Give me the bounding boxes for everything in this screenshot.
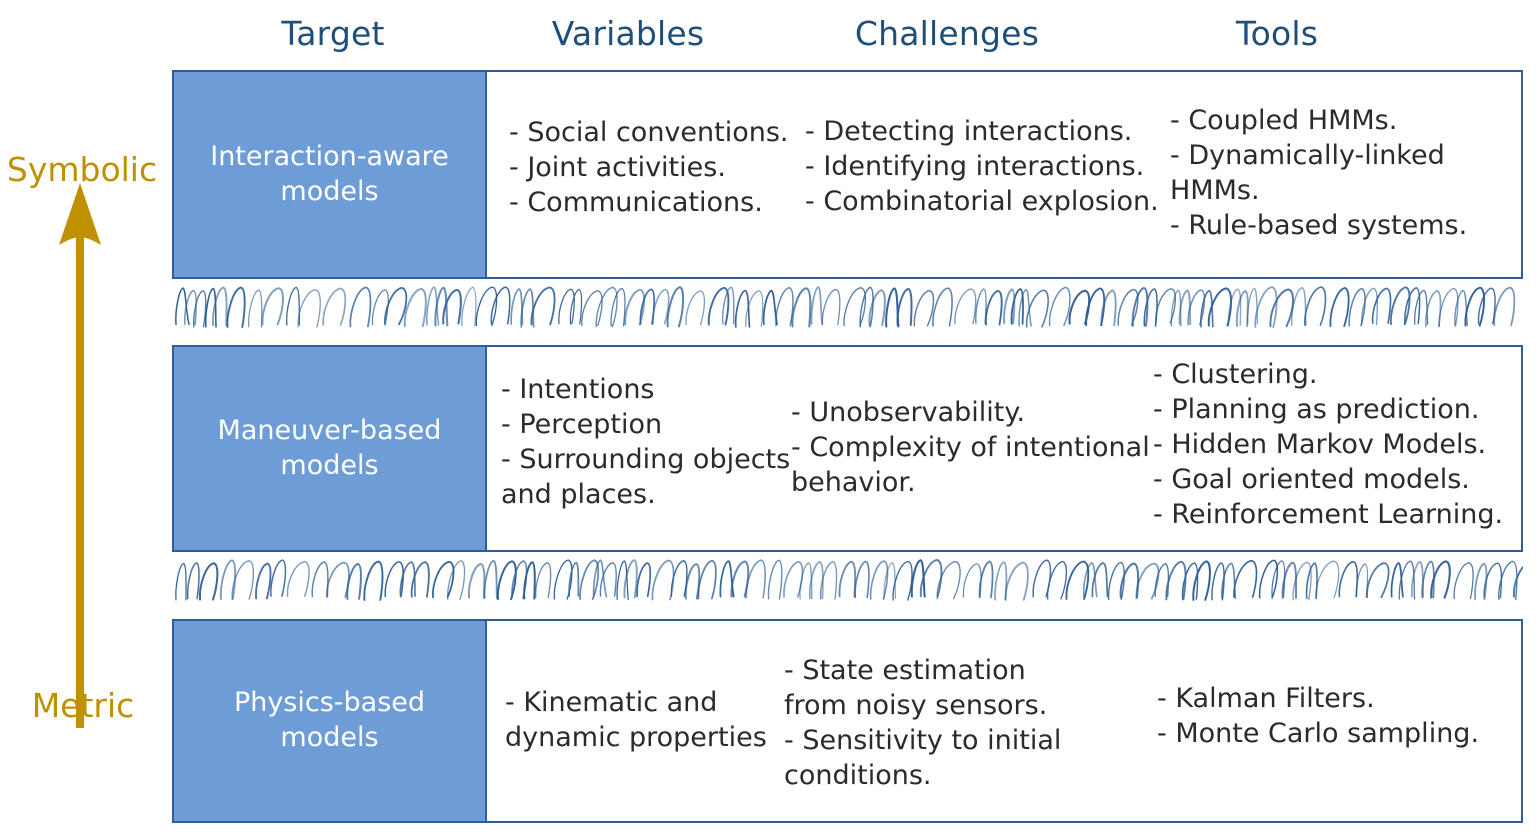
coil-separator-icon-1 xyxy=(174,283,1523,333)
challenges-cell-physics-based: - State estimation from noisy sensors. -… xyxy=(784,655,1062,792)
axis-label-metric: Metric xyxy=(31,686,135,725)
matrix-row-physics-based: Physics-based models - Kinematic and dyn… xyxy=(172,619,1523,823)
target-cell-maneuver-based: Maneuver-based models xyxy=(174,347,487,550)
column-header-tools: Tools xyxy=(1235,14,1319,53)
target-cell-interaction-aware: Interaction-aware models xyxy=(174,72,487,277)
upward-arrow-icon xyxy=(55,183,105,728)
row-body-maneuver-based: - Intentions - Perception - Surrounding … xyxy=(487,347,1521,550)
tools-cell-physics-based: - Kalman Filters. - Monte Carlo sampling… xyxy=(1157,683,1480,750)
variables-cell-physics-based: - Kinematic and dynamic properties xyxy=(505,687,767,754)
challenges-cell-maneuver-based: - Unobservability. - Complexity of inten… xyxy=(791,397,1150,499)
variables-cell-interaction-aware: - Social conventions. - Joint activities… xyxy=(509,117,789,219)
column-header-challenges: Challenges xyxy=(854,14,1040,53)
axis-label-symbolic: Symbolic xyxy=(6,150,158,189)
target-cell-physics-based: Physics-based models xyxy=(174,621,487,821)
tools-cell-interaction-aware: - Coupled HMMs. - Dynamically-linked HMM… xyxy=(1170,105,1468,242)
challenges-cell-interaction-aware: - Detecting interactions. - Identifying … xyxy=(805,116,1159,218)
column-header-variables: Variables xyxy=(551,14,705,53)
matrix-row-maneuver-based: Maneuver-based models - Intentions - Per… xyxy=(172,345,1523,552)
variables-cell-maneuver-based: - Intentions - Perception - Surrounding … xyxy=(501,374,791,511)
tools-cell-maneuver-based: - Clustering. - Planning as prediction. … xyxy=(1153,359,1504,531)
row-body-physics-based: - Kinematic and dynamic properties - Sta… xyxy=(487,621,1521,821)
coil-separator-icon-2 xyxy=(174,556,1536,606)
row-body-interaction-aware: - Social conventions. - Joint activities… xyxy=(487,72,1521,277)
column-header-target: Target xyxy=(281,14,385,53)
matrix-row-interaction-aware: Interaction-aware models - Social conven… xyxy=(172,70,1523,279)
